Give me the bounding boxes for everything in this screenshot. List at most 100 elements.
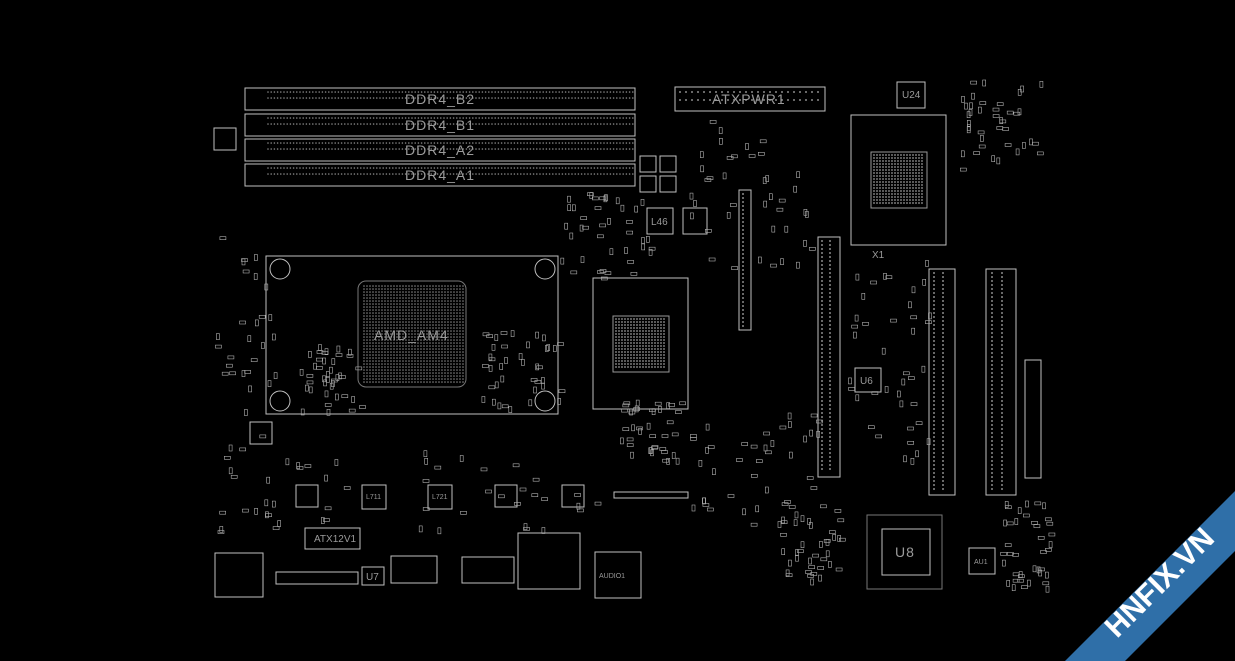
pad bbox=[742, 257, 744, 259]
pad bbox=[432, 363, 434, 365]
pad bbox=[507, 97, 509, 99]
pad bbox=[381, 354, 383, 356]
pad bbox=[639, 324, 641, 326]
smd-component bbox=[241, 258, 248, 262]
pad bbox=[639, 366, 641, 368]
pad bbox=[426, 381, 428, 383]
pad bbox=[894, 178, 896, 180]
pad bbox=[491, 148, 493, 150]
smd-component bbox=[1032, 565, 1037, 573]
pad bbox=[450, 354, 452, 356]
pad bbox=[398, 123, 401, 125]
pad bbox=[516, 123, 519, 125]
pad bbox=[331, 123, 333, 125]
pad bbox=[873, 163, 875, 165]
pad bbox=[639, 330, 641, 332]
pad bbox=[363, 173, 365, 175]
pad bbox=[621, 324, 623, 326]
pad bbox=[381, 306, 383, 308]
pad bbox=[384, 339, 386, 341]
pad bbox=[918, 163, 920, 165]
pad bbox=[627, 345, 629, 347]
pad bbox=[933, 400, 935, 402]
smd-component bbox=[1002, 127, 1009, 131]
pad bbox=[366, 300, 368, 302]
pad bbox=[379, 148, 381, 150]
pad bbox=[456, 294, 458, 296]
pad bbox=[417, 309, 419, 311]
pad bbox=[627, 360, 629, 362]
pad bbox=[628, 123, 631, 125]
smd-component bbox=[633, 407, 641, 411]
pad bbox=[375, 354, 377, 356]
pad bbox=[331, 97, 333, 99]
pad bbox=[942, 284, 944, 286]
smd-component bbox=[224, 455, 231, 460]
pad bbox=[347, 142, 349, 144]
pad bbox=[378, 372, 380, 374]
pad bbox=[405, 285, 407, 287]
pad bbox=[561, 123, 564, 125]
pad bbox=[742, 205, 744, 207]
pad bbox=[387, 336, 389, 338]
pad bbox=[933, 380, 935, 382]
pad bbox=[619, 123, 621, 125]
pad bbox=[372, 381, 374, 383]
pad bbox=[921, 190, 923, 192]
pad bbox=[426, 375, 428, 377]
pad bbox=[903, 169, 905, 171]
smd-component bbox=[318, 344, 322, 351]
pad bbox=[829, 300, 831, 302]
pad bbox=[468, 117, 471, 119]
pad bbox=[312, 148, 314, 150]
pad bbox=[545, 97, 548, 99]
pad bbox=[450, 312, 452, 314]
pad bbox=[393, 336, 395, 338]
smd-component bbox=[675, 410, 682, 414]
smd-component bbox=[992, 114, 1000, 118]
pad bbox=[639, 336, 641, 338]
pad bbox=[991, 372, 993, 374]
pad bbox=[472, 173, 474, 175]
pad bbox=[1001, 404, 1003, 406]
smd-component bbox=[324, 390, 329, 398]
pad bbox=[453, 360, 455, 362]
pad bbox=[529, 142, 532, 144]
pad bbox=[472, 142, 474, 144]
smd-component bbox=[343, 486, 351, 490]
pad bbox=[587, 97, 589, 99]
pad bbox=[381, 327, 383, 329]
pad bbox=[401, 167, 404, 169]
pad bbox=[312, 117, 314, 119]
pad bbox=[392, 173, 394, 175]
pad bbox=[438, 315, 440, 317]
pad bbox=[873, 184, 875, 186]
pad bbox=[660, 324, 662, 326]
pad bbox=[475, 142, 477, 144]
pad bbox=[420, 148, 423, 150]
pad bbox=[429, 294, 431, 296]
smd-component bbox=[244, 370, 251, 374]
smd-component bbox=[542, 334, 546, 342]
pad bbox=[372, 342, 374, 344]
pad bbox=[375, 381, 377, 383]
pad bbox=[488, 117, 490, 119]
pad bbox=[321, 142, 324, 144]
pad bbox=[619, 91, 621, 93]
pad bbox=[450, 303, 452, 305]
pad bbox=[630, 330, 632, 332]
pad bbox=[453, 327, 455, 329]
pad bbox=[382, 173, 385, 175]
pad bbox=[891, 154, 893, 156]
pad bbox=[456, 351, 458, 353]
pad bbox=[882, 187, 884, 189]
pad bbox=[402, 357, 404, 359]
pad bbox=[369, 351, 371, 353]
pad bbox=[363, 327, 365, 329]
smd-component bbox=[922, 278, 927, 286]
pad bbox=[909, 181, 911, 183]
pad bbox=[447, 321, 449, 323]
pad bbox=[402, 336, 404, 338]
pad bbox=[885, 157, 887, 159]
pad bbox=[369, 366, 371, 368]
